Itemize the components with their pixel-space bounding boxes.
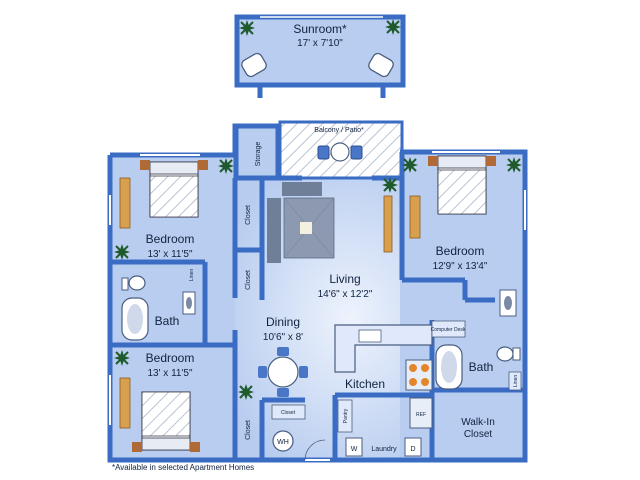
linen-label: Linen bbox=[513, 375, 519, 387]
sunroom-dimensions: 17' x 7'10" bbox=[297, 38, 343, 49]
plant-icon bbox=[238, 19, 256, 37]
entry-door-icon bbox=[304, 439, 326, 461]
sunroom: Sunroom* 17' x 7'10" bbox=[234, 14, 406, 98]
bedroom-right: Bedroom 12'9" x 13'4" bbox=[401, 155, 523, 272]
water-heater-label: WH bbox=[277, 439, 289, 446]
bedroom-left-top: Bedroom 13' x 11'5" bbox=[113, 157, 235, 261]
living-label: Living bbox=[329, 272, 360, 286]
lounge-chair-right bbox=[368, 52, 394, 78]
dryer-label: D bbox=[410, 446, 415, 453]
dining-label: Dining bbox=[266, 315, 300, 329]
bath-left: Bath Linen bbox=[121, 269, 196, 341]
bedroom-left-bottom: Bedroom 13' x 11'5" bbox=[113, 349, 255, 452]
walls bbox=[107, 123, 528, 463]
laundry: W D Laundry bbox=[345, 437, 422, 457]
computer-desk-label: Computer Desk bbox=[431, 327, 466, 333]
bedroom-left-top-dimensions: 13' x 11'5" bbox=[148, 249, 193, 260]
closet-label: Closet bbox=[281, 410, 296, 416]
bedroom-right-dimensions: 12'9" x 13'4" bbox=[433, 261, 488, 272]
dining-room: Dining 10'6" x 8' bbox=[258, 315, 308, 397]
plant-icon bbox=[401, 156, 419, 174]
sofa-icon bbox=[267, 182, 335, 263]
living-room: Living 14'6" x 12'2" bbox=[267, 176, 399, 300]
bed-icon bbox=[149, 161, 199, 218]
bed-icon bbox=[437, 155, 487, 215]
washer-label: W bbox=[351, 446, 358, 453]
balcony-label: Balcony / Patio* bbox=[314, 127, 364, 134]
footnote: *Available in selected Apartment Homes bbox=[112, 463, 255, 472]
bed-icon bbox=[141, 391, 191, 451]
bath-right: Linen Bath bbox=[435, 289, 522, 391]
storage-label: Storage bbox=[255, 142, 262, 167]
kitchen-label: Kitchen bbox=[345, 377, 385, 391]
water-heater: WH bbox=[272, 430, 294, 452]
bath-left-label: Bath bbox=[155, 314, 180, 328]
bedroom-right-label: Bedroom bbox=[436, 244, 485, 258]
linen-label: Linen bbox=[189, 269, 195, 281]
balcony-patio: Balcony / Patio* bbox=[278, 120, 404, 180]
bedroom-left-top-label: Bedroom bbox=[146, 232, 195, 246]
bedroom-left-bottom-dimensions: 13' x 11'5" bbox=[148, 368, 193, 379]
plant-icon bbox=[384, 18, 402, 36]
refrigerator-label: REF bbox=[416, 412, 426, 418]
pantry-label: Pantry bbox=[343, 408, 349, 423]
laundry-label: Laundry bbox=[371, 446, 397, 453]
pantry: Pantry bbox=[337, 399, 353, 433]
plant-icon bbox=[237, 383, 255, 401]
living-dimensions: 14'6" x 12'2" bbox=[318, 289, 373, 300]
dining-dimensions: 10'6" x 8' bbox=[263, 332, 303, 343]
plant-icon bbox=[113, 349, 131, 367]
sunroom-label: Sunroom* bbox=[293, 22, 347, 36]
closet-label: Closet bbox=[245, 205, 252, 225]
lounge-chair-left bbox=[241, 52, 267, 78]
kitchen: REF Kitchen bbox=[334, 324, 433, 429]
plant-icon bbox=[217, 157, 235, 175]
bedroom-left-bottom-label: Bedroom bbox=[146, 351, 195, 365]
entry-closet: Closet bbox=[271, 404, 306, 420]
closet-label: Closet bbox=[245, 270, 252, 290]
windows bbox=[109, 151, 526, 461]
closet-label: Closet bbox=[245, 420, 252, 440]
bath-right-label: Bath bbox=[469, 360, 494, 374]
plant-icon bbox=[381, 176, 399, 194]
plant-icon bbox=[505, 156, 523, 174]
plant-icon bbox=[113, 243, 131, 261]
computer-desk: Computer Desk bbox=[431, 320, 466, 338]
